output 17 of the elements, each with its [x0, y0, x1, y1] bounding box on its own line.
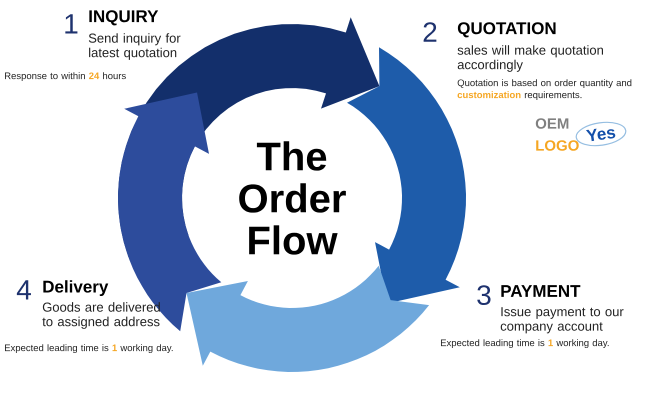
step-heading: QUOTATION: [458, 22, 556, 38]
step-heading: PAYMENT: [501, 285, 580, 297]
step-description: Send inquiry for latest quotation: [88, 33, 180, 60]
step-heading: INQUIRY: [89, 10, 158, 26]
diagram-title: The Order Flow: [239, 141, 346, 255]
option-label: OEM: [536, 118, 568, 129]
step-note: Quotation is based on order quantity and customization requirements.: [458, 79, 632, 100]
step-note: Expected leading time is 1 working day.: [5, 344, 173, 354]
step-description: sales will make quotation accordingly: [458, 45, 603, 72]
step-number: 1: [65, 14, 78, 34]
step-description: Issue payment to our company account: [500, 307, 624, 334]
step-number: 4: [16, 280, 31, 300]
step-number: 3: [477, 285, 491, 305]
step-heading: Delivery: [43, 280, 108, 296]
step-note: Expected leading time is 1 working day.: [440, 339, 609, 348]
step-note: Response to within 24 hours: [5, 72, 126, 82]
step-number: 2: [424, 22, 436, 42]
